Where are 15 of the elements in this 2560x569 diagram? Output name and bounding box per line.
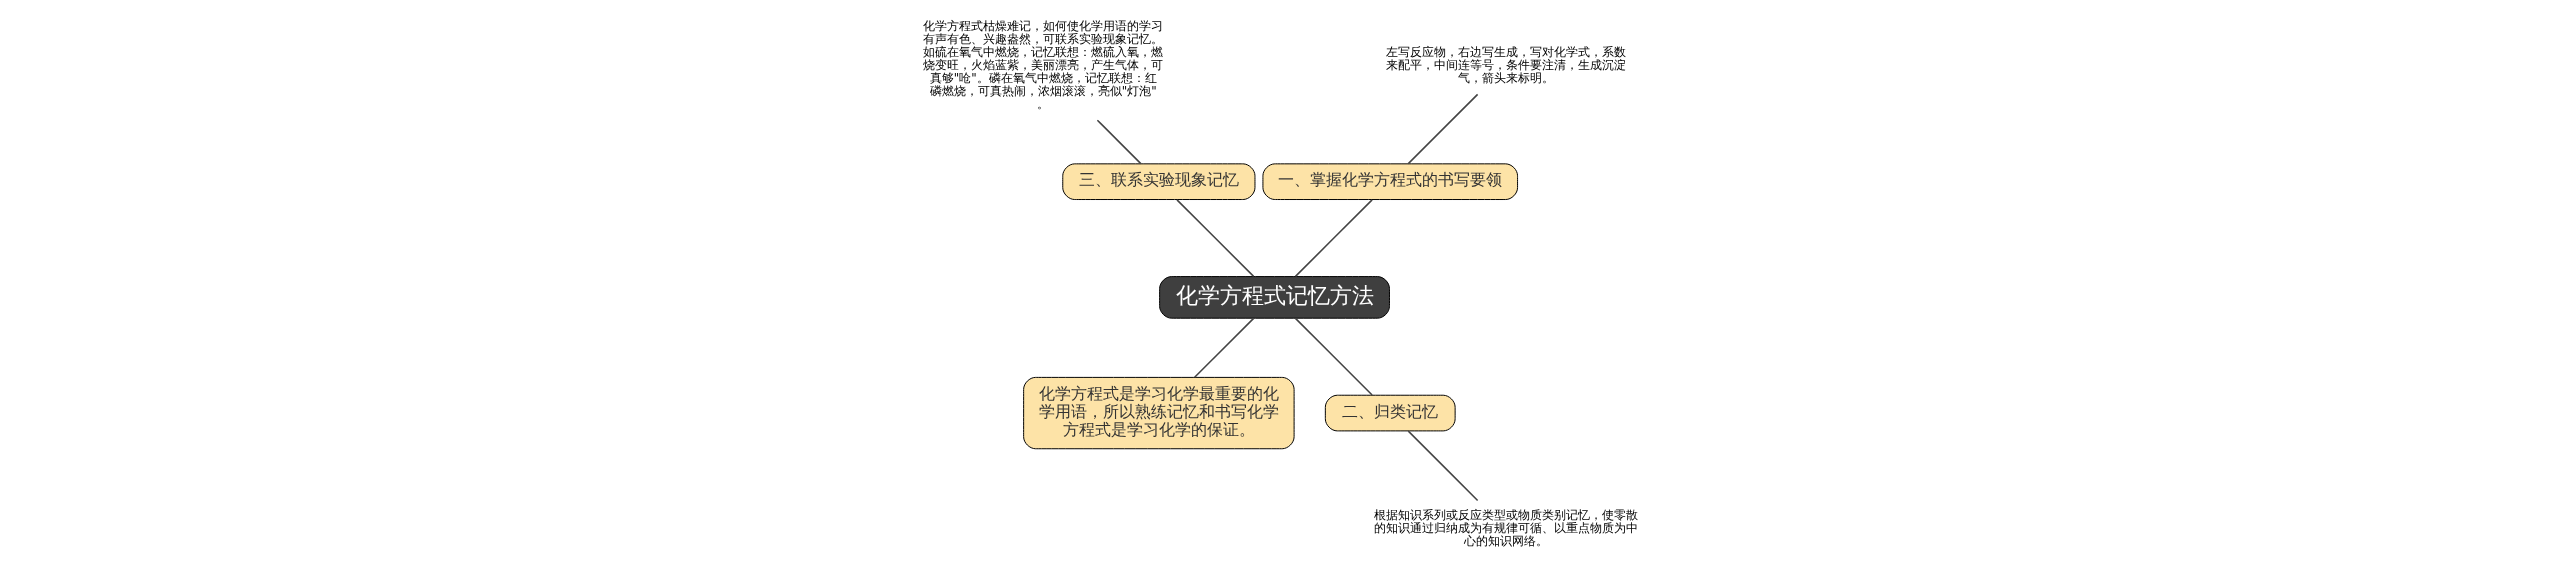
node-text: 根据知识系列或反应类型或物质类别记忆，使零散的知识通过归纳成为有规律可循、以重点物质为中心的知识网络。 [1373,507,1638,548]
connector [1294,317,1373,396]
node-box: 化学方程式记忆方法 [1158,276,1390,319]
node-text: 左写反应物，右边写生成，写对化学式，系数来配平，中间连等号，条件要注清，生成沉淀气，箭头来标明。 [1385,45,1626,85]
node-box: 三、联系实验现象记忆 [1061,163,1255,201]
connector [1175,199,1254,278]
connector [1096,119,1142,165]
node-text: 化学方程式枯燥难记，如何使化学用语的学习有声有色、兴趣盎然，可联系实验现象记忆。如硫在氧气中燃烧，记忆联想：燃硫入氧，燃烧变旺，火焰蓝紫，美丽漂亮，产生气体，可真够"呛"。磷在氧气中燃烧，记忆联想：红磷燃烧，可真热闹，浓烟滚滚，亮似"灯泡"。 [922,19,1163,111]
node-box: 二、归类记忆 [1324,394,1456,432]
node-box: 一、掌握化学方程式的书写要领 [1261,163,1518,201]
connector [1407,430,1478,502]
connector [1407,93,1478,165]
connector [1193,317,1254,379]
connector [1294,199,1373,278]
node-box: 化学方程式是学习化学最重要的化学用语，所以熟练记忆和书写化学方程式是学习化学的保证。 [1022,376,1295,450]
